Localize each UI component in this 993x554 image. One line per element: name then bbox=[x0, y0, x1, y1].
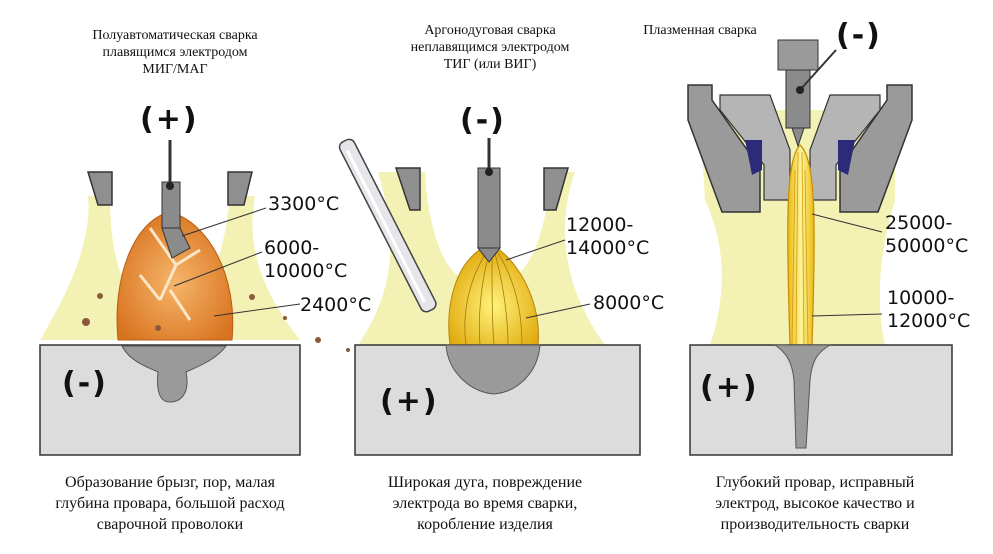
electrode-polarity-tig: (-) bbox=[460, 103, 506, 138]
pointer-line bbox=[811, 213, 883, 233]
weld-keyhole bbox=[773, 344, 832, 449]
panel-title-mig: Полуавтоматическая сварка плавящимся эле… bbox=[92, 28, 258, 77]
spatter bbox=[346, 348, 350, 352]
shield-gas-cloud bbox=[40, 196, 300, 340]
nozzle-left bbox=[86, 171, 113, 206]
temp-label: 8000°C bbox=[593, 292, 665, 314]
spatter bbox=[155, 325, 161, 331]
workpiece-polarity-plasma: (+) bbox=[700, 370, 759, 405]
nozzle-right bbox=[227, 171, 253, 206]
mig-arc bbox=[116, 211, 234, 341]
temp-label: 25000- 50000°C bbox=[885, 212, 969, 257]
spatter bbox=[283, 316, 287, 320]
temp-label: 10000- 12000°C bbox=[887, 287, 971, 332]
weld-pool bbox=[445, 344, 541, 395]
panel-title-plasma: Плазменная сварка bbox=[643, 23, 757, 38]
electrode-lead bbox=[799, 49, 837, 91]
plasma-electrode bbox=[785, 67, 811, 129]
panel-mig bbox=[39, 140, 350, 456]
panel-tig bbox=[338, 138, 641, 456]
temp-label: 2400°C bbox=[300, 294, 372, 316]
caption-plasma: Глубокий провар, исправный электрод, выс… bbox=[715, 474, 915, 533]
workpiece-polarity-mig: (-) bbox=[62, 366, 108, 401]
arc-lines bbox=[464, 249, 523, 346]
plasma-arc bbox=[787, 144, 815, 346]
lead-dot bbox=[485, 168, 493, 176]
nozzle-insert-left bbox=[745, 140, 762, 175]
spatter bbox=[315, 337, 321, 343]
pointer-line bbox=[181, 207, 267, 237]
pointer-line bbox=[213, 303, 301, 317]
spatter bbox=[97, 293, 103, 299]
spatter bbox=[82, 318, 90, 326]
pointer-line bbox=[525, 303, 591, 319]
temp-label: 3300°C bbox=[268, 193, 340, 215]
panel-plasma bbox=[687, 39, 953, 456]
lead-dot bbox=[796, 86, 804, 94]
nozzle-left bbox=[394, 167, 421, 211]
temp-label: 12000- 14000°C bbox=[566, 214, 650, 259]
nozzle-outer-left bbox=[687, 84, 761, 213]
nozzle-right bbox=[543, 167, 569, 211]
spatter bbox=[249, 294, 255, 300]
workpiece-polarity-tig: (+) bbox=[380, 384, 439, 419]
electrode-polarity-mig: (+) bbox=[140, 102, 199, 137]
pointer-line bbox=[811, 313, 883, 317]
filler-rod bbox=[338, 138, 437, 313]
lead-dot bbox=[166, 182, 174, 190]
electrode-polarity-plasma: (-) bbox=[836, 18, 882, 53]
workpiece bbox=[689, 344, 953, 456]
tig-arc bbox=[448, 245, 539, 346]
nozzle-insert-right bbox=[838, 140, 855, 175]
plasma-electrode-cap bbox=[777, 39, 819, 71]
arc-core-lines bbox=[791, 151, 809, 346]
pointer-line bbox=[505, 239, 566, 261]
plasma-electrode-tip bbox=[791, 127, 805, 148]
caption-mig: Образование брызг, пор, малая глубина пр… bbox=[55, 474, 285, 533]
pointer-line bbox=[173, 251, 263, 287]
tig-electrode bbox=[477, 167, 501, 249]
panel-title-tig: Аргонодуговая сварка неплавящимся электр… bbox=[410, 23, 570, 72]
weld-pool bbox=[121, 345, 227, 403]
temp-label: 6000- 10000°C bbox=[264, 237, 348, 282]
tig-electrode-tip bbox=[476, 247, 502, 263]
arc-cracks bbox=[138, 227, 201, 321]
caption-tig: Широкая дуга, повреждение электрода во в… bbox=[387, 474, 583, 533]
